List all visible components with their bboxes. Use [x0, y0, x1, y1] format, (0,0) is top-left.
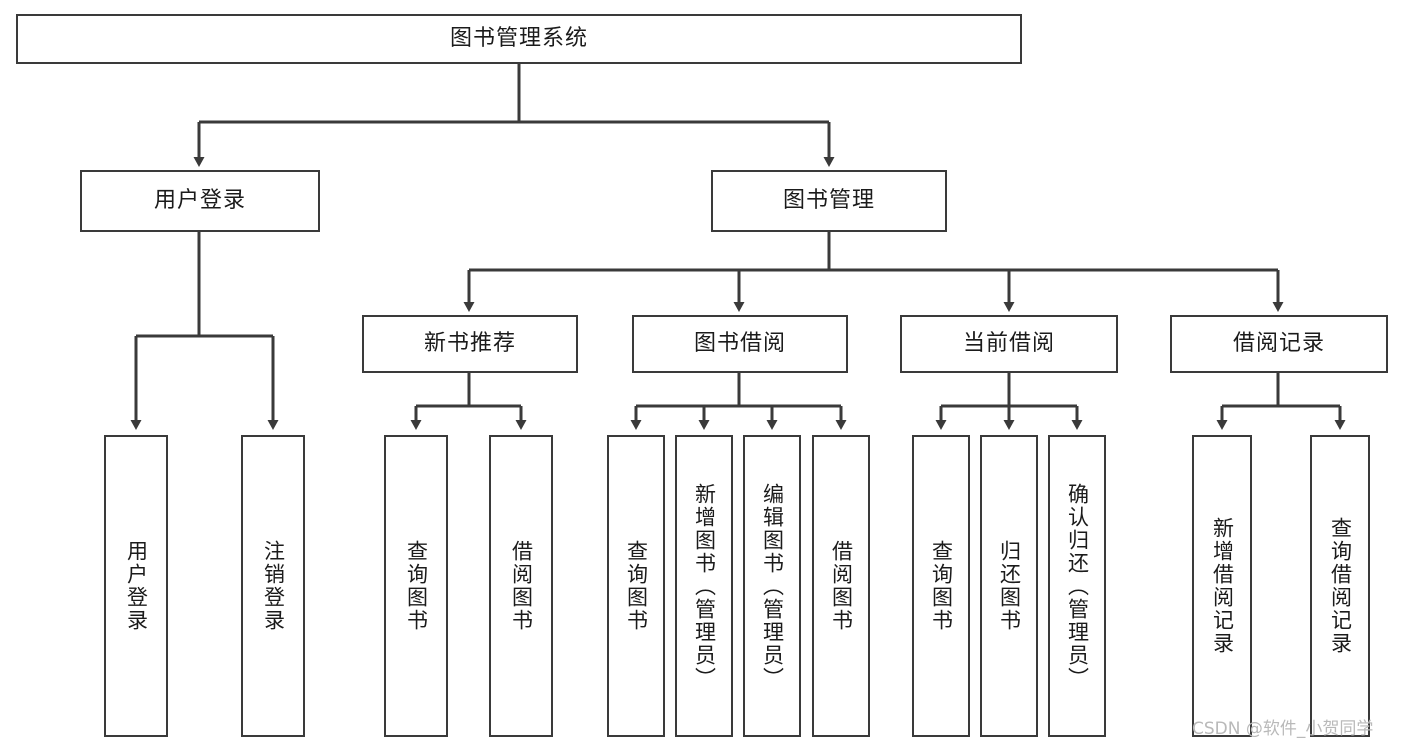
leaf-borrow-edit-book[interactable]: 编辑图书（管理员）: [743, 435, 801, 737]
leaf-borrow-add-book-label: 新增图书（管理员）: [692, 482, 717, 690]
node-book-management[interactable]: 图书管理: [711, 170, 947, 232]
leaf-borrow-query-book[interactable]: 查询图书: [607, 435, 665, 737]
leaf-user-logout[interactable]: 注销登录: [241, 435, 305, 737]
leaf-user-login-label: 用户登录: [124, 540, 149, 632]
leaf-borrow-edit-book-label: 编辑图书（管理员）: [760, 482, 785, 690]
node-borrow-record-label: 借阅记录: [1232, 330, 1325, 356]
leaf-newbook-borrow-book[interactable]: 借阅图书: [489, 435, 553, 737]
leaf-current-confirm-return-label: 确认归还（管理员）: [1065, 482, 1090, 690]
leaf-record-query[interactable]: 查询借阅记录: [1310, 435, 1370, 737]
leaf-user-login[interactable]: 用户登录: [104, 435, 168, 737]
leaf-record-add[interactable]: 新增借阅记录: [1192, 435, 1252, 737]
leaf-current-return-book-label: 归还图书: [997, 540, 1022, 632]
node-book-borrow-label: 图书借阅: [693, 330, 786, 356]
leaf-newbook-query-book[interactable]: 查询图书: [384, 435, 448, 737]
node-user-login-label: 用户登录: [153, 187, 246, 213]
node-current-borrow[interactable]: 当前借阅: [900, 315, 1118, 373]
node-root[interactable]: 图书管理系统: [16, 14, 1022, 64]
leaf-newbook-borrow-book-label: 借阅图书: [509, 540, 534, 632]
leaf-borrow-add-book[interactable]: 新增图书（管理员）: [675, 435, 733, 737]
node-borrow-record[interactable]: 借阅记录: [1170, 315, 1388, 373]
node-book-borrow[interactable]: 图书借阅: [632, 315, 848, 373]
node-user-login[interactable]: 用户登录: [80, 170, 320, 232]
leaf-record-add-label: 新增借阅记录: [1210, 517, 1235, 655]
leaf-current-query-book[interactable]: 查询图书: [912, 435, 970, 737]
node-new-book-recommend-label: 新书推荐: [423, 330, 516, 356]
node-book-management-label: 图书管理: [782, 187, 875, 213]
leaf-current-return-book[interactable]: 归还图书: [980, 435, 1038, 737]
leaf-current-query-book-label: 查询图书: [929, 540, 954, 632]
leaf-current-confirm-return[interactable]: 确认归还（管理员）: [1048, 435, 1106, 737]
leaf-user-logout-label: 注销登录: [261, 540, 286, 632]
leaf-newbook-query-book-label: 查询图书: [404, 540, 429, 632]
node-current-borrow-label: 当前借阅: [962, 330, 1055, 356]
node-root-label: 图书管理系统: [449, 25, 588, 51]
leaf-borrow-query-book-label: 查询图书: [624, 540, 649, 632]
leaf-borrow-lend-book-label: 借阅图书: [829, 540, 854, 632]
leaf-borrow-lend-book[interactable]: 借阅图书: [812, 435, 870, 737]
node-new-book-recommend[interactable]: 新书推荐: [362, 315, 578, 373]
leaf-record-query-label: 查询借阅记录: [1328, 517, 1353, 655]
